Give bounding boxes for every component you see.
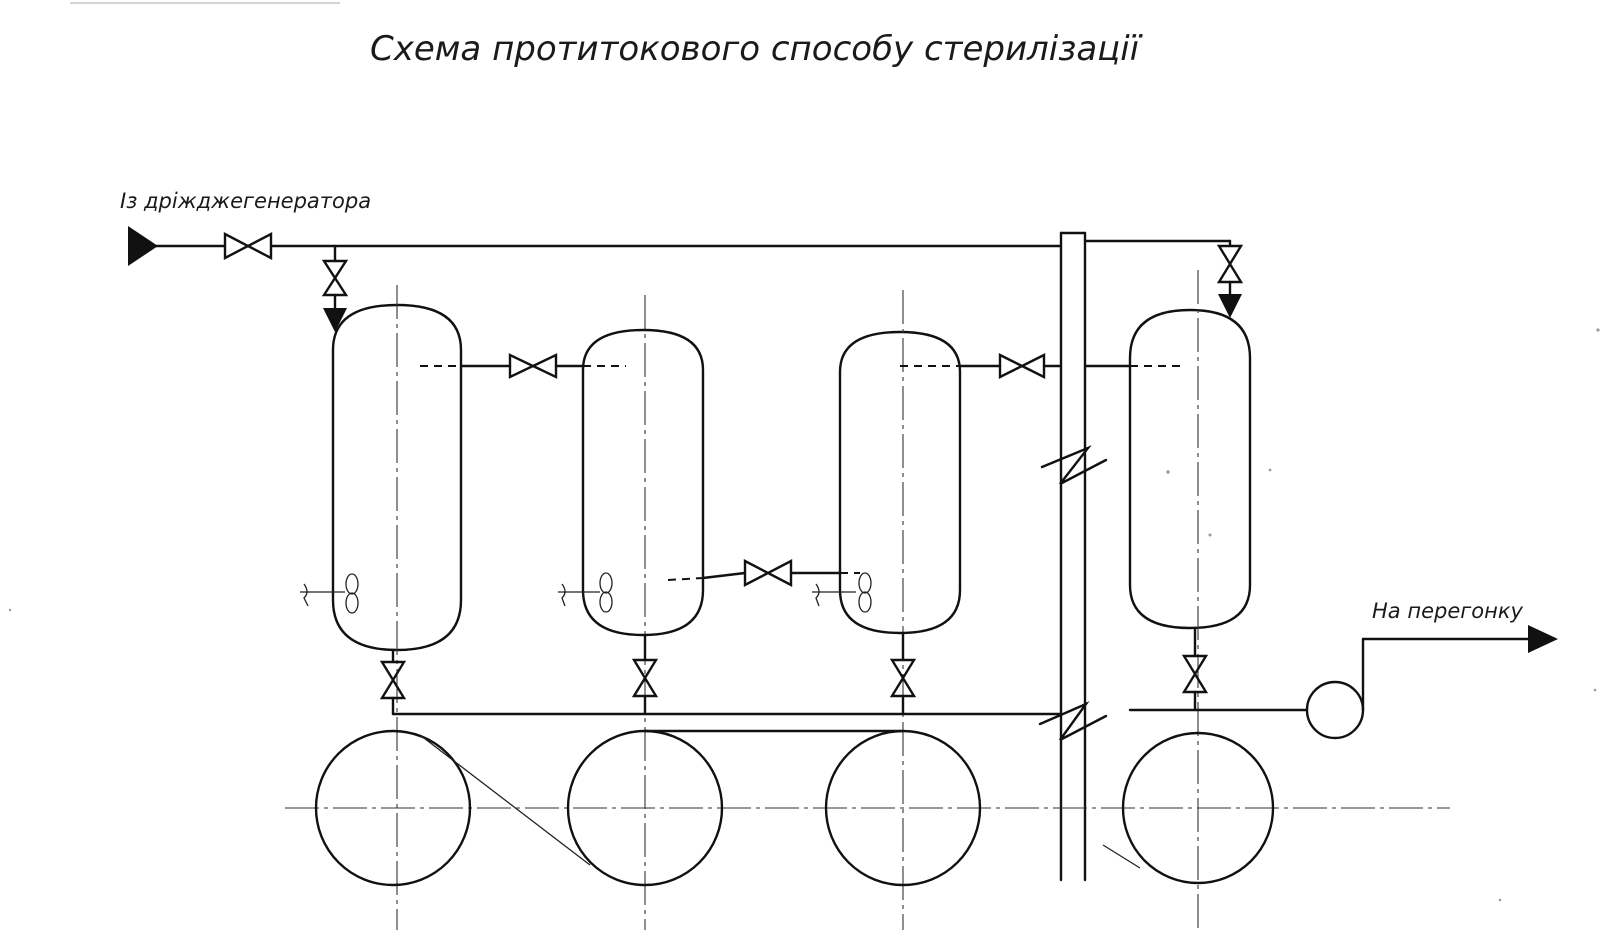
speck [1593,688,1597,692]
outlet-label: На перегонку [1372,599,1524,623]
valve-half [631,658,659,681]
diagram-title: Схема протитокового способу стерилізації [370,29,1143,69]
vessel-2-body [581,328,705,637]
speck [8,608,12,612]
vessel-1-body [331,303,463,652]
valve-half [223,232,251,260]
valve-half [245,232,273,260]
agitator-arrow [815,583,820,607]
v2-outlet-level [667,577,704,581]
transfer-valve-2-3-icon [743,559,793,587]
feed-arrow-1-icon [323,308,347,332]
drum-1 [314,729,472,887]
valve-half [1019,353,1046,379]
vessel-2 [581,328,705,637]
agitator-3-icon [812,572,872,613]
scan-specks [8,2,1600,902]
speck [1596,328,1600,332]
feed-arrow-4-icon [1218,294,1242,318]
inlet-valve-icon [223,232,273,260]
valve-half [530,353,558,379]
agitator-blade [858,591,872,613]
speck [1208,533,1212,537]
agitator-1-icon [300,573,359,614]
outlet-arrow-icon [1528,625,1558,653]
valve-half [321,275,349,297]
valve-half [743,559,771,587]
valve-half [1216,244,1244,267]
agitator-arrow [561,583,566,607]
agitator-blade [345,573,359,595]
inlet-arrow-icon [128,226,158,266]
vessel-3 [838,330,962,635]
drain-valve-4-icon [1181,626,1209,712]
transfer-pipe-2-3 [701,571,747,580]
speck [1268,468,1272,472]
valve-half [508,353,536,379]
break-zigzag-upper [1040,445,1108,486]
agitator-blade [858,572,872,594]
feed-valve-4-icon [1216,244,1244,284]
speck [1498,898,1502,902]
transfer-valve-1-2-icon [508,353,558,379]
vessel-3-body [838,330,962,635]
valve-half [379,660,407,683]
drain-valve-3-icon [889,631,917,716]
drain-valve-2-icon [631,633,659,716]
pump-icon [1305,680,1365,740]
vessel-1 [331,303,463,652]
line-break-icon [1038,231,1108,882]
valve-half [321,259,349,281]
valve-half [998,353,1025,379]
agitator-blade [599,591,613,613]
valve-half [765,559,793,587]
drain-valve-1-icon [379,648,407,716]
feed-valve-1-icon [321,259,349,297]
vessel-4-body [1128,308,1252,630]
break-zigzag-lower [1038,701,1108,742]
belt-3-4 [1102,844,1141,869]
agitator-2-icon [558,572,613,613]
agitator-blade [345,592,359,614]
drum-4 [1121,731,1275,885]
valve-half [1181,671,1209,694]
vessel-4 [1128,308,1252,630]
agitator-arrow [303,583,309,607]
valve-half [1216,261,1244,284]
agitator-blade [599,572,613,594]
belt-1-2 [419,734,591,866]
transfer-valve-3-4-icon [998,353,1046,379]
valve-half [379,677,407,700]
inlet-label: Із дріжджегенератора [120,189,371,213]
speck [1166,470,1170,474]
valve-half [1181,654,1209,677]
valve-half [889,658,917,681]
